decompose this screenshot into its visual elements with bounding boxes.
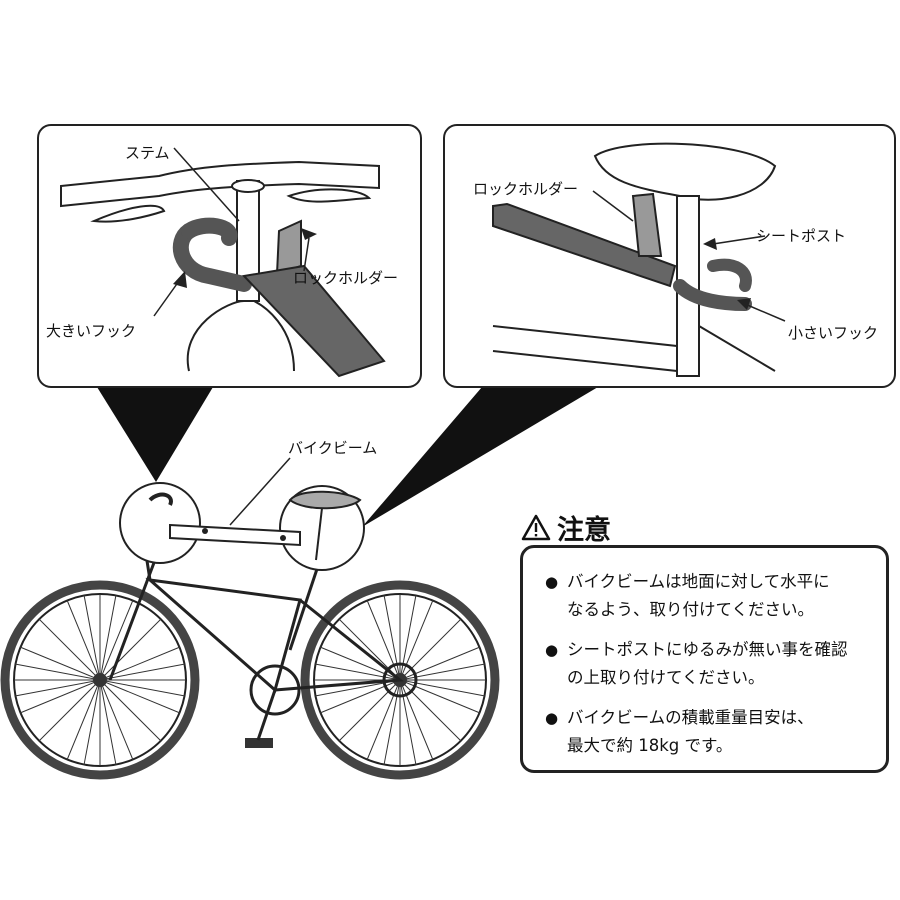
pedal [245, 738, 273, 748]
caution-heading: 注意 [521, 508, 611, 547]
right-callout-wedge [362, 387, 598, 527]
caution-note: ● バイクビームの積載重量目安は、 最大で約 18kg です。 [545, 704, 814, 760]
warning-triangle-icon [521, 514, 551, 541]
caution-box: ● バイクビームは地面に対して水平に なるよう、取り付けてください。 ● シート… [520, 545, 889, 773]
caution-note: ● バイクビームは地面に対して水平に なるよう、取り付けてください。 [545, 568, 830, 624]
caution-note: ● シートポストにゆるみが無い事を確認 の上取り付けてください。 [545, 636, 848, 692]
label-large-hook: 大きいフック [46, 322, 137, 340]
label-small-hook: 小さいフック [788, 324, 879, 342]
caution-note-text: バイクビームは地面に対して水平に なるよう、取り付けてください。 [567, 572, 830, 619]
caution-note-text: バイクビームの積載重量目安は、 最大で約 18kg です。 [567, 708, 814, 755]
label-seat-post: シートポスト [756, 227, 847, 245]
label-stem: ステム [125, 144, 170, 162]
bullet-icon: ● [545, 641, 559, 659]
front-wheel [0, 580, 200, 780]
left-callout-wedge [97, 387, 213, 482]
bike-beam [169, 523, 301, 547]
chainring [249, 664, 301, 716]
bullet-icon: ● [545, 573, 559, 591]
bike-beam-leader [229, 457, 291, 526]
handlebar-illustration [60, 147, 386, 378]
inset-seat [288, 490, 362, 561]
seatpost-detail-panel: ロックホルダー シートポスト 小さいフック [443, 124, 896, 388]
handlebar-detail-panel: ステム ロックホルダー 大きいフック [37, 124, 422, 388]
front-inset-circle [119, 482, 201, 564]
label-lock-holder-left: ロックホルダー [293, 269, 399, 287]
seatpost-illustration [492, 142, 786, 377]
inset-hook [148, 492, 173, 506]
caution-title: 注意 [557, 515, 611, 546]
bullet-icon: ● [545, 709, 559, 727]
caution-note-text: シートポストにゆるみが無い事を確認 の上取り付けてください。 [567, 640, 848, 687]
label-bike-beam: バイクビーム [288, 439, 378, 457]
label-lock-holder-right: ロックホルダー [473, 180, 579, 198]
